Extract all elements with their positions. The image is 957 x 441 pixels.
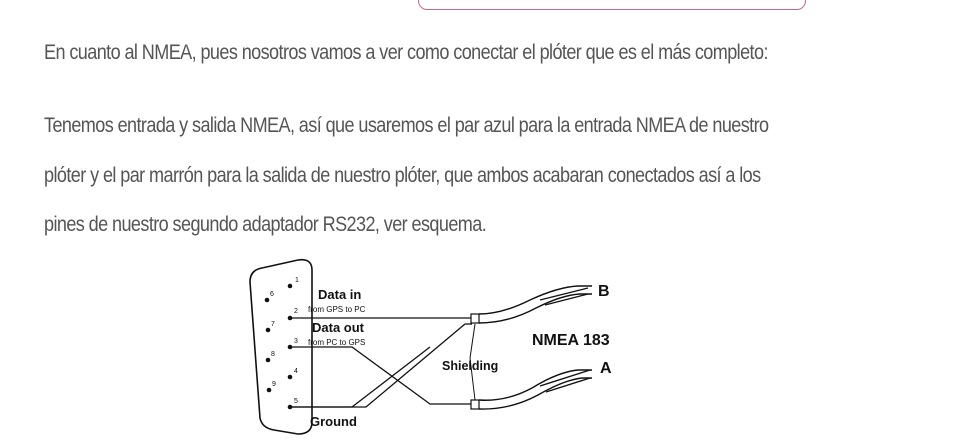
pin-label-7: 7	[271, 321, 275, 328]
pin-label-4: 4	[294, 368, 298, 375]
data-in-sublabel: from GPS to PC	[308, 305, 366, 314]
wiring-line-2: plóter y el par marrón para la salida de…	[44, 162, 761, 187]
pin-label-8: 8	[271, 351, 275, 358]
data-out-sublabel: from PC to GPS	[308, 338, 365, 347]
nmea-183-label: NMEA 183	[532, 332, 610, 349]
db9-connector-shell	[249, 258, 313, 435]
cable-a	[478, 369, 592, 410]
pin-label-6: 6	[270, 291, 274, 298]
wiring-line-1: Tenemos entrada y salida NMEA, así que u…	[44, 113, 769, 137]
data-out-label: Data out	[312, 320, 365, 335]
wire-b-label: B	[598, 283, 610, 300]
rs232-nmea-wiring-diagram: 1 2 3 4 5 6 7 8 9 Data in from GPS to PC…	[249, 258, 612, 435]
pin-group-left	[264, 297, 272, 393]
wiring-paragraph: Tenemos entrada y salida NMEA, así que u…	[44, 101, 769, 250]
shielding-pointer	[469, 323, 476, 401]
data-in-label: Data in	[318, 287, 361, 302]
shield-crimp-top	[470, 313, 480, 324]
ground-label: Ground	[310, 414, 357, 429]
decorative-box-border	[418, 0, 806, 10]
wire-lines	[290, 317, 477, 408]
pin-label-3: 3	[294, 338, 298, 345]
wire-a-label: A	[600, 360, 612, 377]
pin-label-1: 1	[295, 277, 299, 284]
shielding-label: Shielding	[442, 359, 498, 373]
pin-label-2: 2	[294, 308, 298, 315]
pin-label-9: 9	[272, 381, 276, 388]
pin-label-5: 5	[294, 398, 298, 405]
intro-paragraph: En cuanto al NMEA, pues nosotros vamos a…	[44, 40, 768, 64]
cable-b	[478, 285, 592, 324]
shield-crimp-bottom	[470, 399, 480, 410]
wiring-line-3: pines de nuestro segundo adaptador RS232…	[44, 212, 487, 236]
